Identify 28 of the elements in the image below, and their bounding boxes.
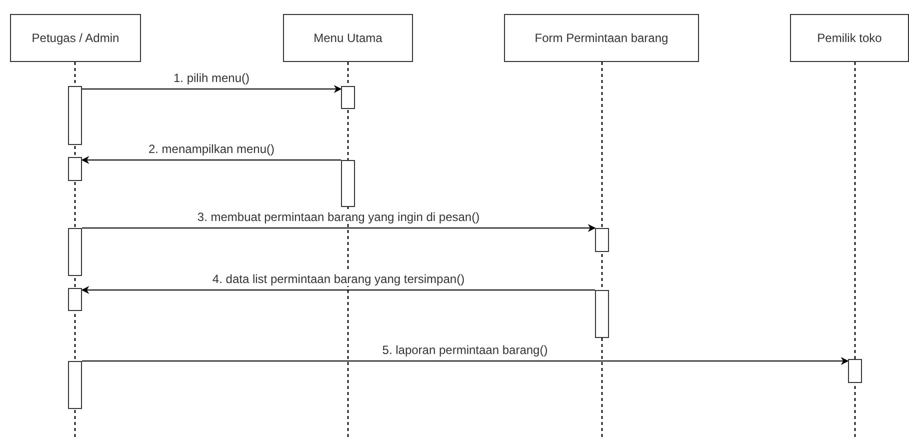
participant-name: Form Permintaan barang [534,31,668,45]
edge-label: 3. membuat permintaan barang yang ingin di pesan() [195,210,482,224]
participant-name: Pemilik toko [817,31,882,45]
lifeline-header [10,14,141,62]
activation-bar [595,228,609,252]
activation-bar [68,361,82,409]
activation-bar [848,359,862,383]
participant-name: Menu Utama [314,31,382,45]
activation-bar [68,288,82,311]
edge-label: 5. laporan permintaan barang() [380,343,550,357]
activation-bar [68,157,82,181]
activation-bar [595,290,609,338]
activation-bar [68,86,82,145]
activation-bar [68,228,82,276]
message-arrow [82,224,596,232]
lifeline-header [504,14,699,62]
edge-label: 1. pilih menu() [171,71,252,85]
lifeline-header [790,14,909,62]
edge-label: 4. data list permintaan barang yang tersimpan() [210,272,467,286]
activation-bar [341,86,355,109]
message-arrow [82,357,849,365]
lifeline-header [283,14,413,62]
activation-bar [341,160,355,207]
message-arrow [81,286,596,294]
message-arrow [81,156,342,164]
message-arrow [82,85,342,93]
edge-label: 2. menampilkan menu() [146,142,277,156]
participant-name: Petugas / Admin [32,31,120,45]
